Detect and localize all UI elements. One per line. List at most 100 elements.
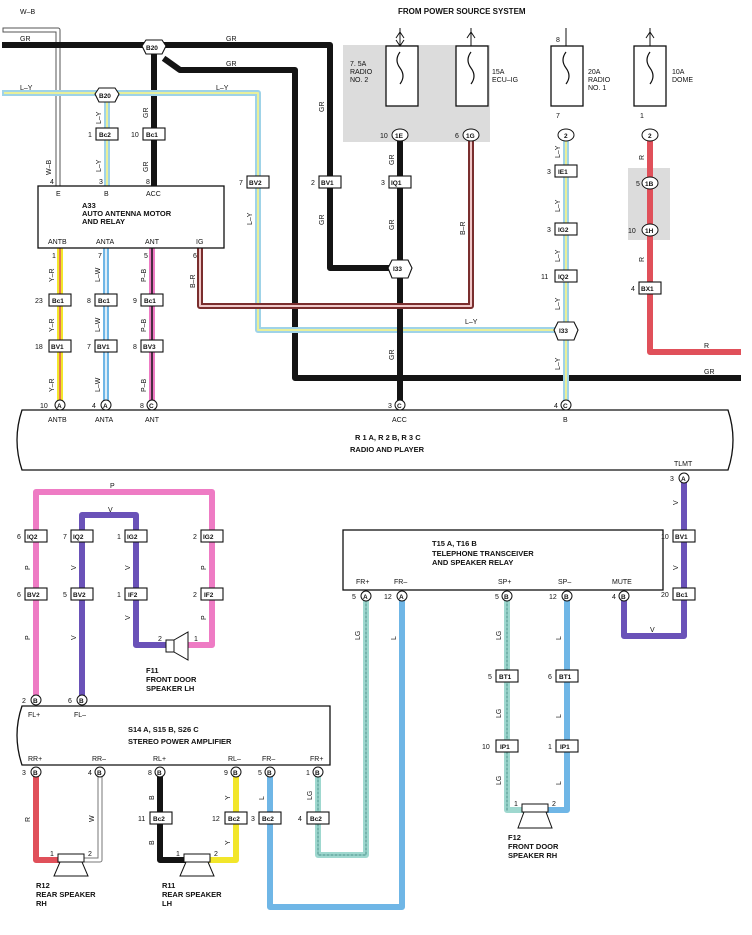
svg-text:F11: F11 — [146, 666, 159, 675]
svg-text:IQ2: IQ2 — [73, 534, 84, 541]
svg-text:FL–: FL– — [74, 712, 86, 719]
svg-text:5: 5 — [144, 253, 148, 260]
svg-text:V: V — [125, 615, 132, 620]
svg-text:P: P — [25, 565, 32, 570]
svg-text:W–B: W–B — [46, 160, 53, 176]
svg-text:GR: GR — [704, 369, 715, 376]
svg-text:18: 18 — [35, 344, 43, 351]
svg-text:REAR SPEAKER: REAR SPEAKER — [162, 890, 222, 899]
svg-text:W: W — [89, 815, 96, 822]
svg-text:12: 12 — [212, 816, 220, 823]
svg-text:5: 5 — [636, 181, 640, 188]
svg-text:SPEAKER RH: SPEAKER RH — [508, 851, 557, 860]
svg-text:11: 11 — [138, 816, 145, 823]
svg-text:ANTB: ANTB — [48, 239, 67, 246]
svg-text:1: 1 — [640, 113, 644, 120]
svg-text:8: 8 — [140, 403, 144, 410]
svg-text:IQ2: IQ2 — [558, 274, 569, 281]
svg-text:B: B — [79, 698, 84, 705]
svg-text:B: B — [33, 698, 38, 705]
wire-v-fl — [79, 512, 168, 703]
svg-text:B: B — [504, 594, 509, 601]
svg-text:5: 5 — [258, 770, 262, 777]
svg-text:1G: 1G — [466, 133, 475, 140]
svg-text:V: V — [650, 627, 655, 634]
svg-text:7: 7 — [556, 113, 560, 120]
svg-text:LH: LH — [162, 899, 172, 908]
svg-text:R: R — [704, 343, 709, 350]
svg-text:P: P — [201, 615, 208, 620]
svg-text:10: 10 — [482, 744, 490, 751]
svg-text:FL+: FL+ — [28, 712, 40, 719]
svg-text:A: A — [57, 403, 62, 410]
svg-text:7. 5A: 7. 5A — [350, 61, 367, 68]
svg-text:V: V — [673, 500, 680, 505]
svg-text:9: 9 — [224, 770, 228, 777]
svg-text:10: 10 — [131, 132, 139, 139]
svg-text:SP+: SP+ — [498, 579, 511, 586]
svg-text:L: L — [556, 714, 563, 718]
svg-text:C: C — [149, 403, 154, 410]
svg-text:W–B: W–B — [20, 9, 36, 16]
svg-text:R 1 A, R 2 B, R 3 C: R 1 A, R 2 B, R 3 C — [355, 433, 421, 442]
svg-text:L: L — [556, 636, 563, 640]
svg-text:1: 1 — [176, 851, 180, 858]
svg-text:STEREO POWER AMPLIFIER: STEREO POWER AMPLIFIER — [128, 737, 232, 746]
svg-text:ANTB: ANTB — [48, 417, 67, 424]
svg-text:2: 2 — [193, 592, 197, 599]
svg-text:L: L — [556, 781, 563, 785]
svg-text:P–B: P–B — [141, 378, 148, 392]
svg-text:LG: LG — [307, 791, 314, 800]
svg-text:Bc2: Bc2 — [228, 816, 240, 823]
svg-text:GR: GR — [319, 215, 326, 226]
svg-text:12: 12 — [384, 594, 392, 601]
wire-p — [33, 489, 215, 703]
svg-text:Y–R: Y–R — [49, 318, 56, 332]
svg-text:B: B — [564, 594, 569, 601]
stereo-amplifier-box: FL+ FL– S14 A, S15 B, S26 C STEREO POWER… — [16, 694, 331, 778]
svg-text:RL–: RL– — [228, 756, 241, 763]
svg-text:Bc1: Bc1 — [144, 298, 156, 305]
svg-text:LG: LG — [496, 709, 503, 718]
svg-text:3: 3 — [381, 180, 385, 187]
svg-text:B: B — [233, 770, 238, 777]
svg-text:ACC: ACC — [392, 417, 407, 424]
svg-text:6: 6 — [455, 133, 459, 140]
svg-text:1: 1 — [194, 636, 198, 643]
svg-text:L–Y: L–Y — [555, 145, 562, 158]
svg-text:R12: R12 — [36, 881, 50, 890]
svg-text:A: A — [103, 403, 108, 410]
svg-text:RADIO AND PLAYER: RADIO AND PLAYER — [350, 445, 425, 454]
svg-text:LG: LG — [355, 631, 362, 640]
svg-text:A: A — [363, 594, 368, 601]
svg-text:BX1: BX1 — [641, 286, 654, 293]
svg-text:1: 1 — [88, 132, 92, 139]
svg-text:FR–: FR– — [394, 579, 407, 586]
svg-text:5: 5 — [488, 674, 492, 681]
svg-text:L–Y: L–Y — [555, 249, 562, 262]
svg-text:20A: 20A — [588, 69, 601, 76]
svg-text:T15 A, T16 B: T15 A, T16 B — [432, 539, 477, 548]
junction-b20-top: B20 — [141, 39, 167, 55]
svg-text:10: 10 — [661, 534, 669, 541]
svg-text:AUTO ANTENNA MOTOR: AUTO ANTENNA MOTOR — [82, 209, 172, 218]
wire-l-fr — [267, 597, 405, 910]
svg-text:L–W: L–W — [95, 317, 102, 332]
svg-text:B: B — [563, 417, 568, 424]
svg-text:I33: I33 — [393, 266, 402, 273]
svg-text:ANTA: ANTA — [96, 239, 114, 246]
svg-text:B: B — [267, 770, 272, 777]
tlmt-label: TLMT — [674, 461, 693, 468]
svg-text:GR: GR — [226, 36, 237, 43]
svg-text:RADIO: RADIO — [350, 69, 373, 76]
svg-text:B20: B20 — [146, 45, 158, 52]
svg-text:GR: GR — [319, 102, 326, 113]
wires — [2, 27, 741, 910]
svg-text:6: 6 — [17, 592, 21, 599]
svg-text:A: A — [399, 594, 404, 601]
svg-text:GR: GR — [143, 162, 150, 173]
svg-text:MUTE: MUTE — [612, 579, 632, 586]
